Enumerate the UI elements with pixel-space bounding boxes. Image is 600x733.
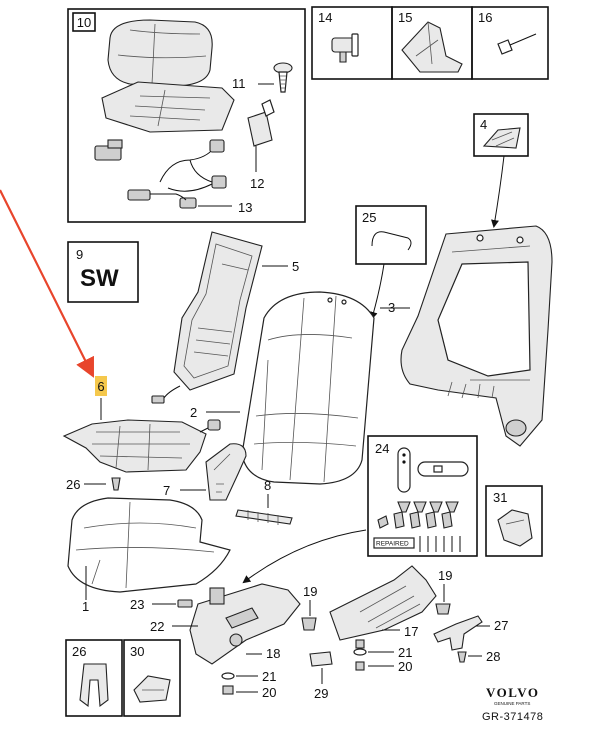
- backrest-frame-3: 3: [380, 225, 553, 447]
- label-27: 27: [494, 618, 508, 633]
- clip-31: [497, 509, 533, 547]
- box-31: 31: [485, 485, 543, 557]
- label-18: 18: [266, 646, 280, 661]
- label-21a: 21: [262, 669, 276, 684]
- box-26: 26: [65, 639, 123, 717]
- clip-19b: 19: [435, 568, 452, 615]
- label-19a: 19: [303, 584, 317, 599]
- label-22: 22: [150, 619, 164, 634]
- label-4: 4: [480, 117, 487, 132]
- heating-mat-10: [101, 81, 235, 133]
- label-24: 24: [375, 441, 389, 456]
- cushion-pad-10: [107, 19, 213, 87]
- label-21b: 21: [398, 645, 412, 660]
- label-29: 29: [314, 686, 328, 701]
- bracket-15: [401, 21, 463, 73]
- repaired-tag: REPAIRED: [376, 541, 409, 548]
- bracket-7: 7: [163, 443, 247, 501]
- label-19b: 19: [438, 568, 452, 583]
- box-9-sw: 9 SW: [67, 241, 139, 303]
- heating-mat-5: 5: [151, 231, 299, 404]
- label-2: 2: [190, 405, 197, 420]
- kit-box-10-frame: [67, 8, 306, 223]
- label-26b: 26: [72, 644, 86, 659]
- sw-code: SW: [80, 265, 119, 292]
- clip-19a: 19: [301, 584, 317, 631]
- label-30: 30: [130, 644, 144, 659]
- part-22: 22: [150, 619, 198, 634]
- annotation-arrow: [0, 189, 94, 378]
- rail-8: 8: [235, 478, 293, 525]
- label-25: 25: [362, 210, 376, 225]
- box-15: 15: [391, 6, 473, 80]
- screw-28: 28: [457, 649, 500, 664]
- seat-cushion-1: 1: [67, 497, 231, 614]
- label-17: 17: [404, 624, 418, 639]
- label-31: 31: [493, 490, 507, 505]
- label-23: 23: [130, 597, 144, 612]
- fasteners-21-20a: 21 20: [221, 669, 276, 700]
- box-30: 30: [123, 639, 181, 717]
- hook-25: [371, 231, 412, 251]
- clip-26b: [79, 663, 109, 708]
- label-26a: 26: [66, 477, 80, 492]
- label-10: 10: [77, 15, 91, 30]
- brand-name: VOLVO: [486, 685, 539, 700]
- side-trim-18: 18: [189, 583, 301, 665]
- label-8: 8: [264, 478, 271, 493]
- label-14: 14: [318, 10, 332, 25]
- heating-mat-6: 6: [62, 376, 221, 473]
- screw-23: 23: [130, 597, 193, 612]
- label-20b: 20: [398, 659, 412, 674]
- label-3: 3: [388, 300, 395, 315]
- kit-box-10: 10: [67, 8, 306, 223]
- backrest-2: 2: [190, 291, 375, 485]
- box-14: 14: [311, 6, 393, 80]
- box-16: 16: [471, 6, 549, 80]
- kit-box-24: 24 REPAIRED: [367, 435, 478, 557]
- label-9: 9: [76, 247, 83, 262]
- relay-12: 12: [247, 99, 275, 191]
- label-28: 28: [486, 649, 500, 664]
- label-1: 1: [82, 599, 89, 614]
- box-4: 4: [473, 113, 529, 228]
- rivet-16: [497, 39, 513, 55]
- label-13: 13: [238, 200, 252, 215]
- clip-27: 27: [433, 615, 508, 651]
- label-20a: 20: [262, 685, 276, 700]
- clip-4: [482, 127, 521, 149]
- label-5: 5: [292, 259, 299, 274]
- label-16: 16: [478, 10, 492, 25]
- drawing-reference: GR-371478: [482, 711, 543, 723]
- cover-30: [133, 675, 171, 703]
- clip-26: 26: [66, 477, 121, 492]
- box-25: 25: [355, 205, 427, 320]
- label-7: 7: [163, 483, 170, 498]
- label-6-highlight: [95, 376, 107, 396]
- brand-tagline: GENUINE PARTS: [494, 701, 530, 706]
- cap-29: 29: [309, 651, 333, 701]
- fasteners-21-20b: 21 20: [353, 639, 412, 674]
- bolt-14-head: [331, 37, 355, 53]
- side-trim-17: 17: [329, 565, 437, 641]
- label-11: 11: [232, 76, 246, 91]
- label-6: 6: [97, 379, 104, 394]
- label-12: 12: [250, 176, 264, 191]
- clip-11: 11: [232, 62, 293, 93]
- label-15: 15: [398, 10, 412, 25]
